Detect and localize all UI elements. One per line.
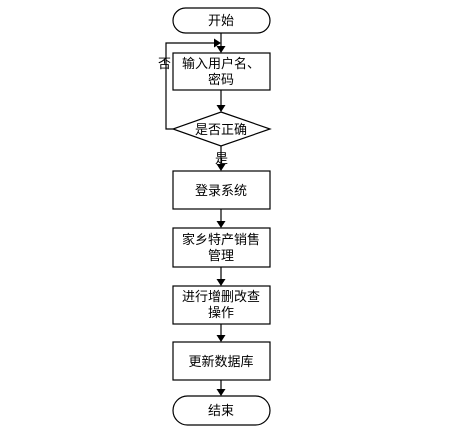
input-process-shape	[172, 52, 271, 91]
crud-process-shape	[172, 285, 271, 325]
arrowhead-crud	[216, 279, 226, 286]
login-label: 登录系统	[195, 184, 247, 199]
crud-label-line-2: 操作	[208, 305, 234, 321]
arrowhead-sales	[216, 221, 226, 228]
crud-label-line-1: 进行增删改查	[182, 290, 260, 305]
arrowhead-loop	[214, 38, 221, 48]
start-terminator-shape	[172, 7, 271, 34]
node-start: 开始	[172, 7, 271, 34]
end-label: 结束	[208, 404, 234, 419]
login-process-shape	[172, 170, 271, 210]
sales-label-line-1: 家乡特产销售	[182, 232, 260, 248]
sales-label-line-2: 管理	[208, 249, 234, 264]
arrowhead-check	[216, 105, 226, 112]
start-label: 开始	[208, 14, 234, 29]
node-input: 输入用户名、 密码	[172, 52, 271, 91]
arrowhead-update	[216, 335, 226, 342]
input-label-line-1: 输入用户名、	[182, 56, 260, 72]
check-decision-shape	[171, 111, 272, 147]
node-login: 登录系统	[172, 170, 271, 210]
update-process-shape	[172, 341, 271, 381]
end-terminator-shape	[172, 395, 271, 426]
arrowhead-input	[216, 46, 226, 53]
input-label-line-2: 密码	[208, 72, 234, 88]
node-sales: 家乡特产销售 管理	[172, 227, 271, 268]
edge-check-to-input-loop	[165, 42, 214, 130]
edges	[165, 33, 226, 396]
edge-label-no: 否	[158, 57, 171, 72]
node-update: 更新数据库	[172, 341, 271, 381]
node-end: 结束	[172, 395, 271, 426]
arrowhead-end	[216, 389, 226, 396]
node-crud: 进行增删改查 操作	[172, 285, 271, 325]
check-label: 是否正确	[195, 123, 247, 138]
update-label: 更新数据库	[188, 354, 253, 370]
node-check: 是否正确	[171, 111, 272, 147]
edge-label-yes: 是	[215, 152, 228, 167]
arrowhead-login	[216, 164, 226, 171]
sales-process-shape	[172, 227, 271, 268]
